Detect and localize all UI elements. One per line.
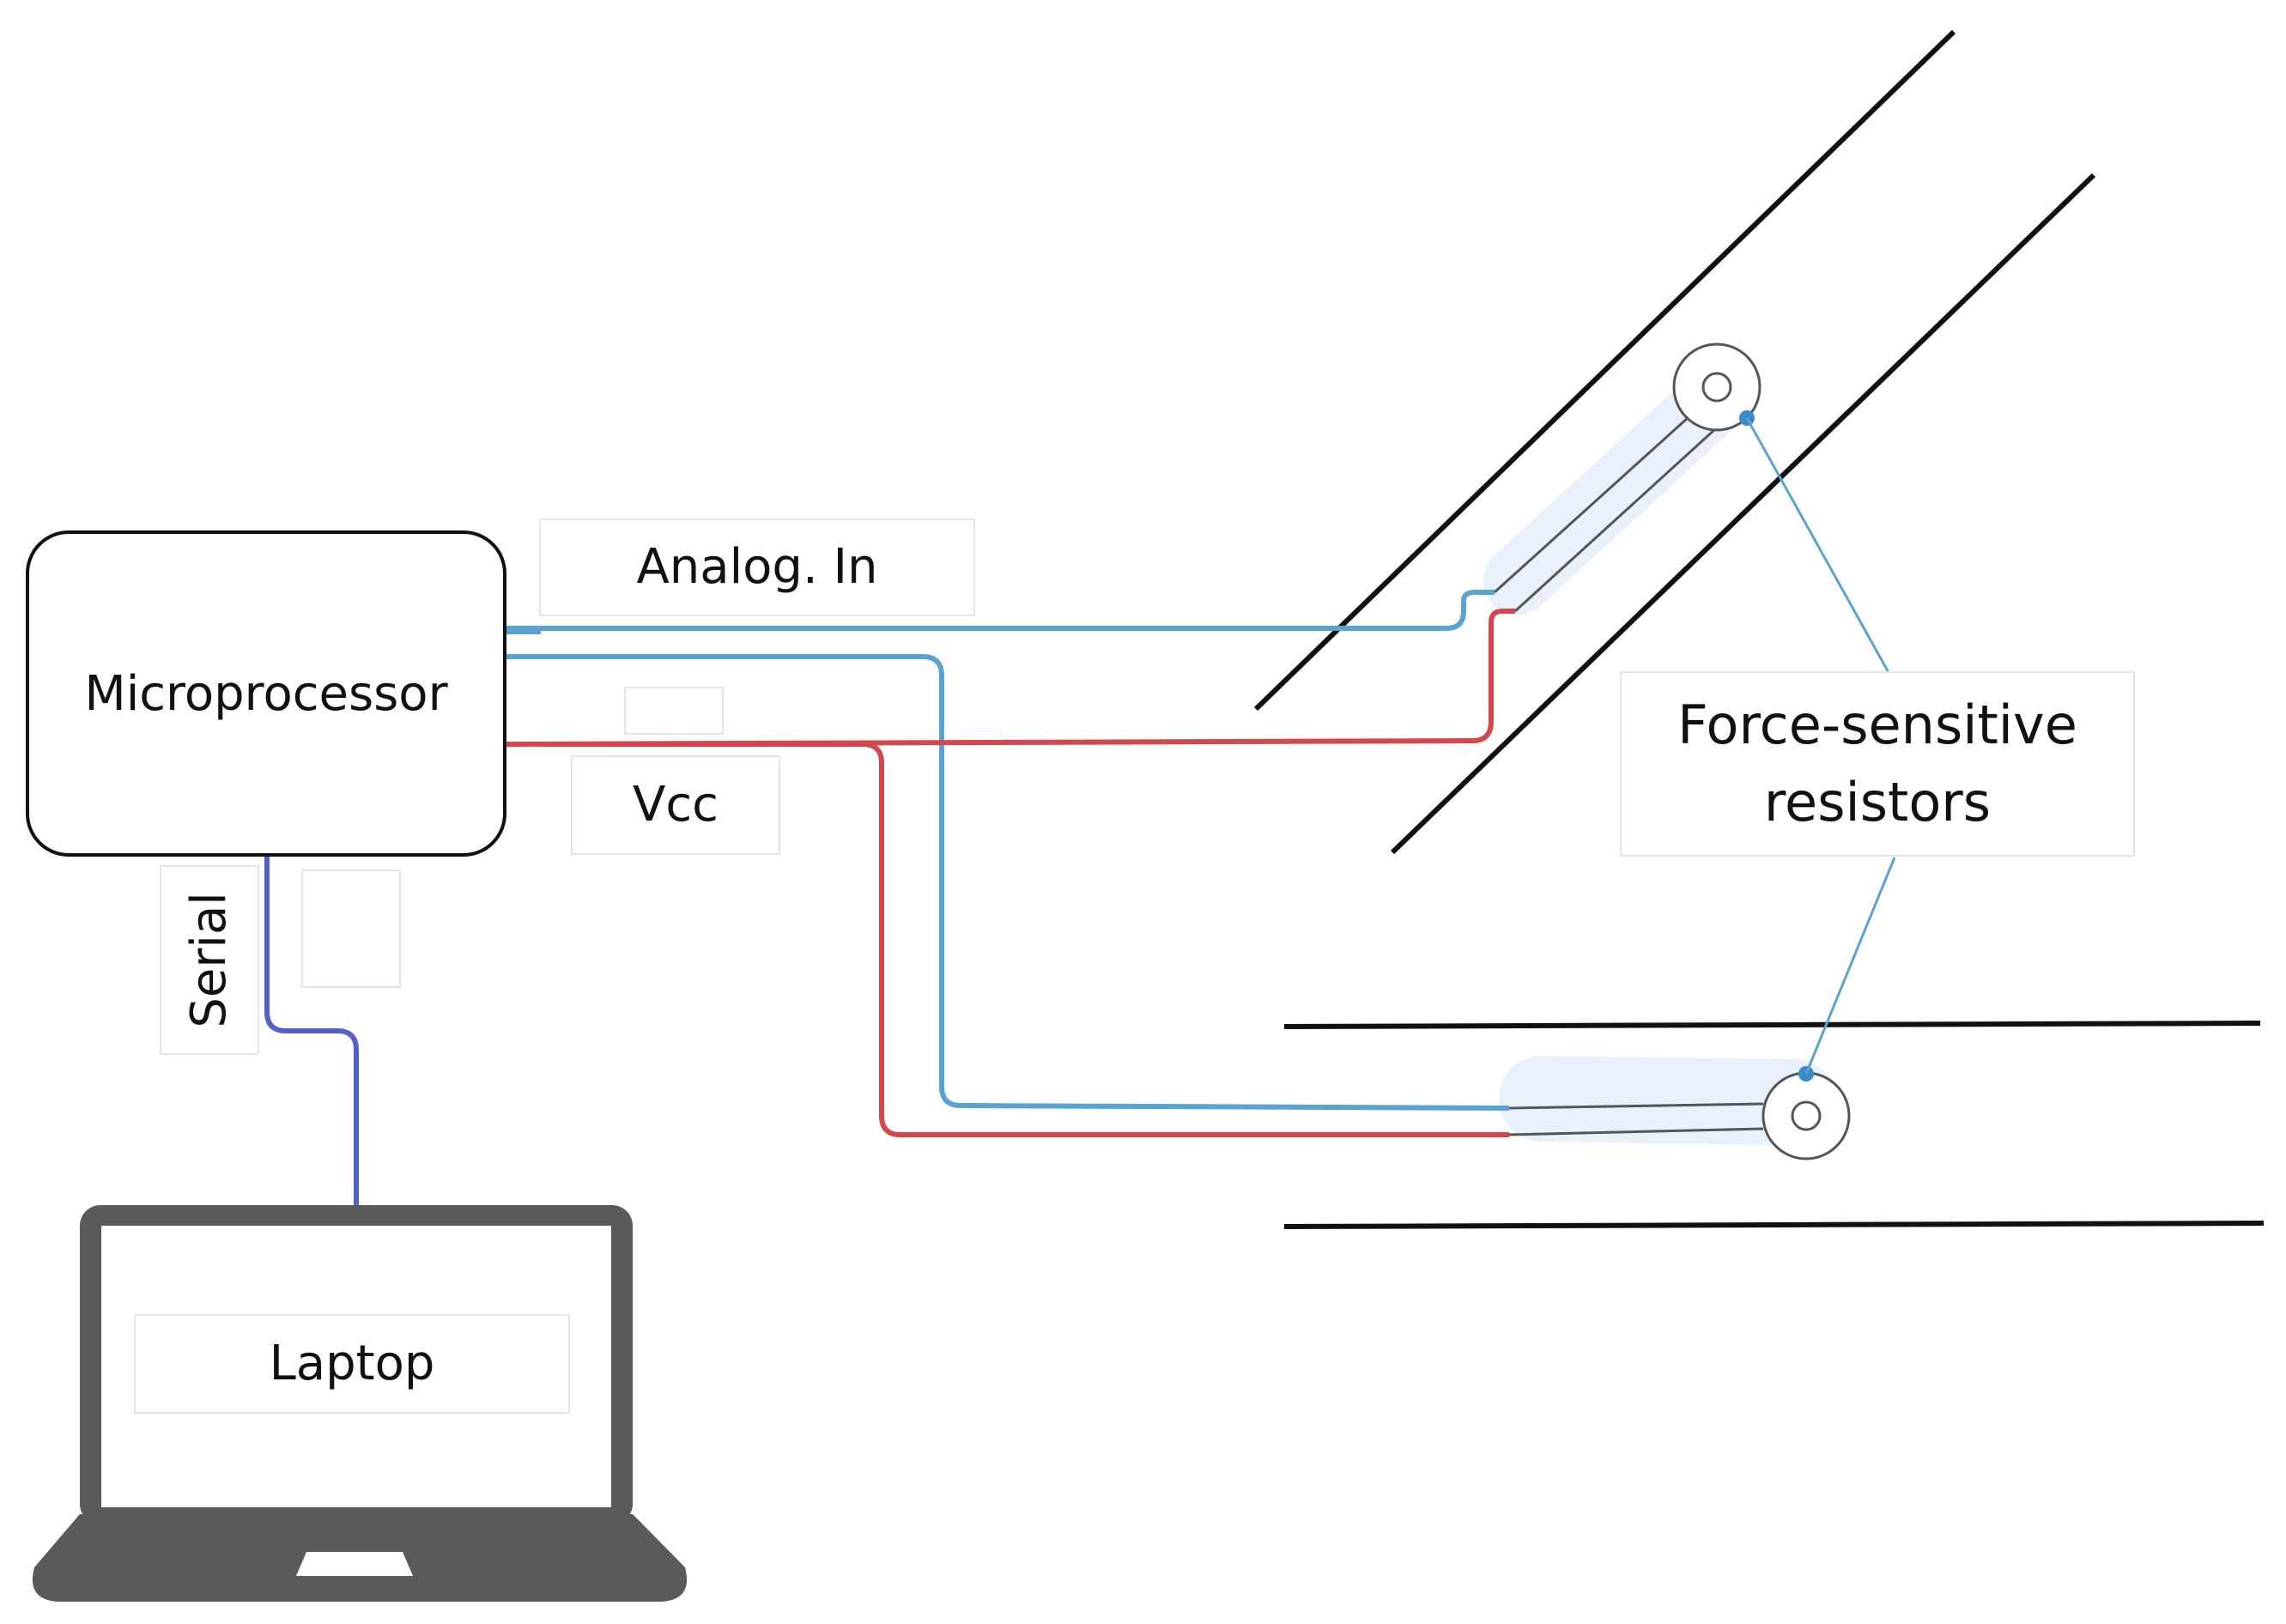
laptop-label: Laptop	[134, 1314, 570, 1414]
microprocessor-block: Microprocessor	[26, 530, 506, 857]
microprocessor-label: Microprocessor	[84, 665, 448, 722]
upper-force-sensor	[1493, 342, 1761, 613]
upper-sensor-highlight	[1483, 367, 1747, 615]
analog-wire-upper	[506, 590, 1495, 631]
placeholder-box-vcc	[624, 687, 724, 735]
lower-force-sensor	[1508, 1066, 1851, 1160]
vcc-wire-upper	[506, 609, 1515, 747]
lower-sensor-highlight	[1499, 1056, 1837, 1145]
upper-limb-edge-bottom	[1390, 173, 2096, 855]
serial-text: Serial	[180, 892, 237, 1028]
analog-wire-lower	[506, 654, 1510, 1111]
vcc-label: Vcc	[571, 755, 780, 855]
vcc-wire-lower	[541, 742, 1509, 1137]
fsr-text-line2: resistors	[1763, 771, 1992, 833]
fsr-text-line1: Force-sensitive	[1677, 694, 2077, 757]
upper-limb-edge-top	[1253, 29, 1956, 712]
serial-label: Serial	[160, 865, 259, 1055]
callout-line-lower	[1804, 857, 1896, 1075]
laptop-text: Laptop	[269, 1335, 435, 1391]
serial-wire	[264, 854, 359, 1205]
lower-limb-edge-bottom	[1283, 1221, 2265, 1229]
analog-in-text: Analog. In	[636, 538, 878, 595]
lower-limb-edge-top	[1283, 1021, 2261, 1029]
placeholder-box-serial	[301, 870, 401, 988]
vcc-text: Vcc	[633, 776, 719, 833]
fsr-callout-label: Force-sensitive resistors	[1620, 671, 2135, 857]
analog-in-label: Analog. In	[539, 518, 975, 616]
callout-line-upper	[1745, 417, 1892, 676]
